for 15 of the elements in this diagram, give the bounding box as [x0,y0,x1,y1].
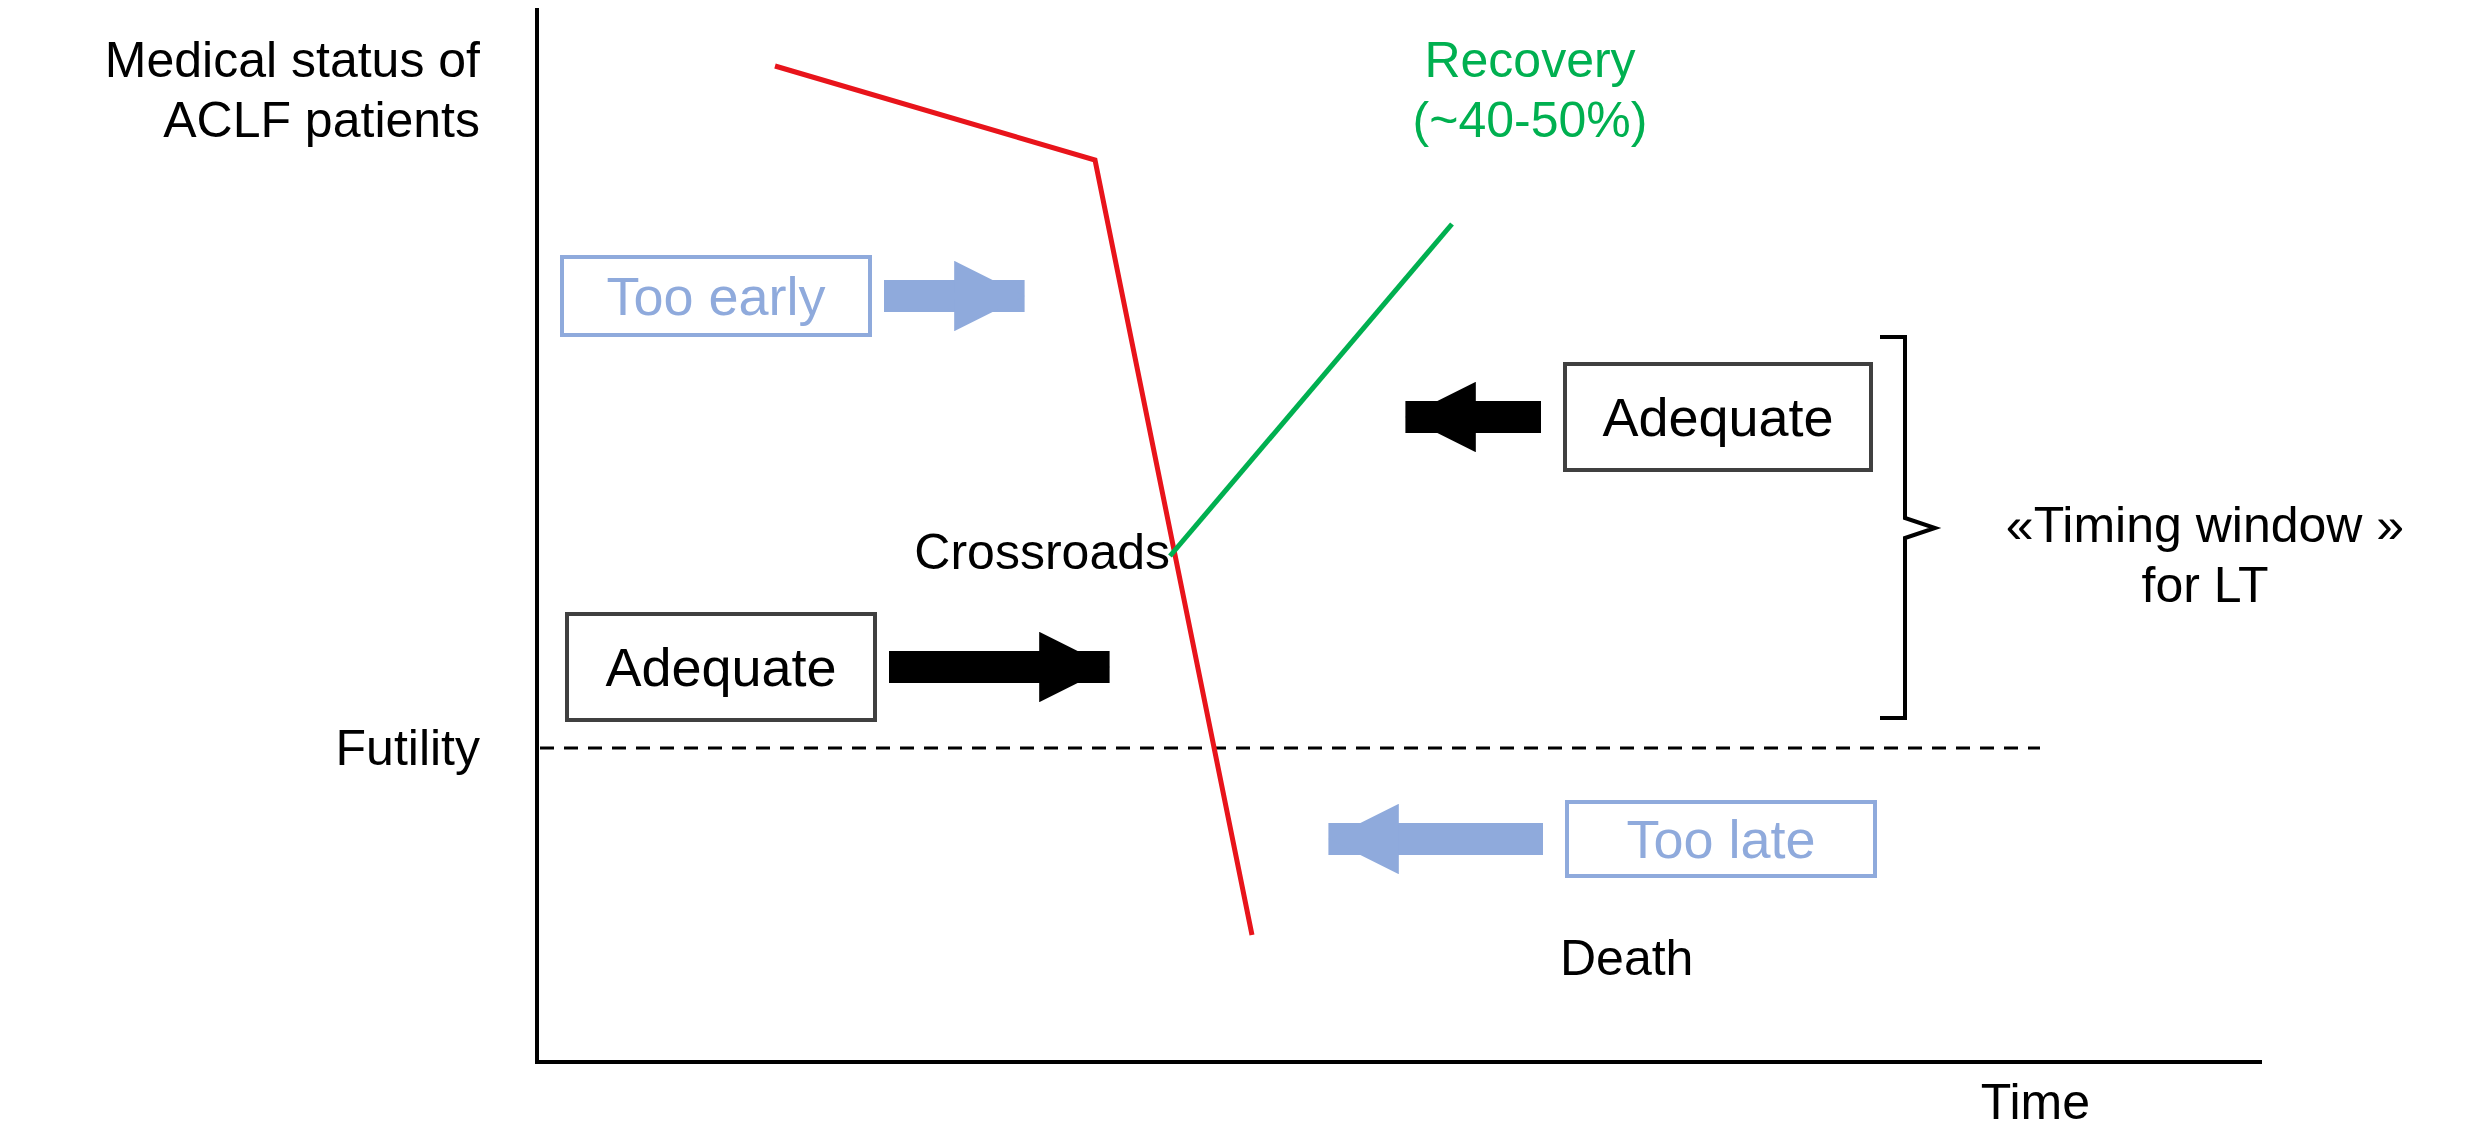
block-arrow [889,631,1110,703]
annotation-text: Futility [334,719,480,778]
axis-label: Time [1979,1073,2090,1132]
label-box: Too early [560,255,872,337]
annotation-text: Death [1560,929,1695,988]
label-box: Adequate [1563,362,1873,472]
annotation-text: Crossroads [913,523,1170,582]
block-arrow [884,260,1025,332]
axis-label: Medical status of ACLF patients [103,31,480,150]
annotation-text: Recovery (~40-50%) [1411,31,1649,150]
block-arrow [1328,803,1543,875]
label-box: Adequate [565,612,877,722]
label-box: Too late [1565,800,1877,878]
block-arrow [1405,381,1541,453]
annotation-text: «Timing window » for LT [2004,496,2406,615]
